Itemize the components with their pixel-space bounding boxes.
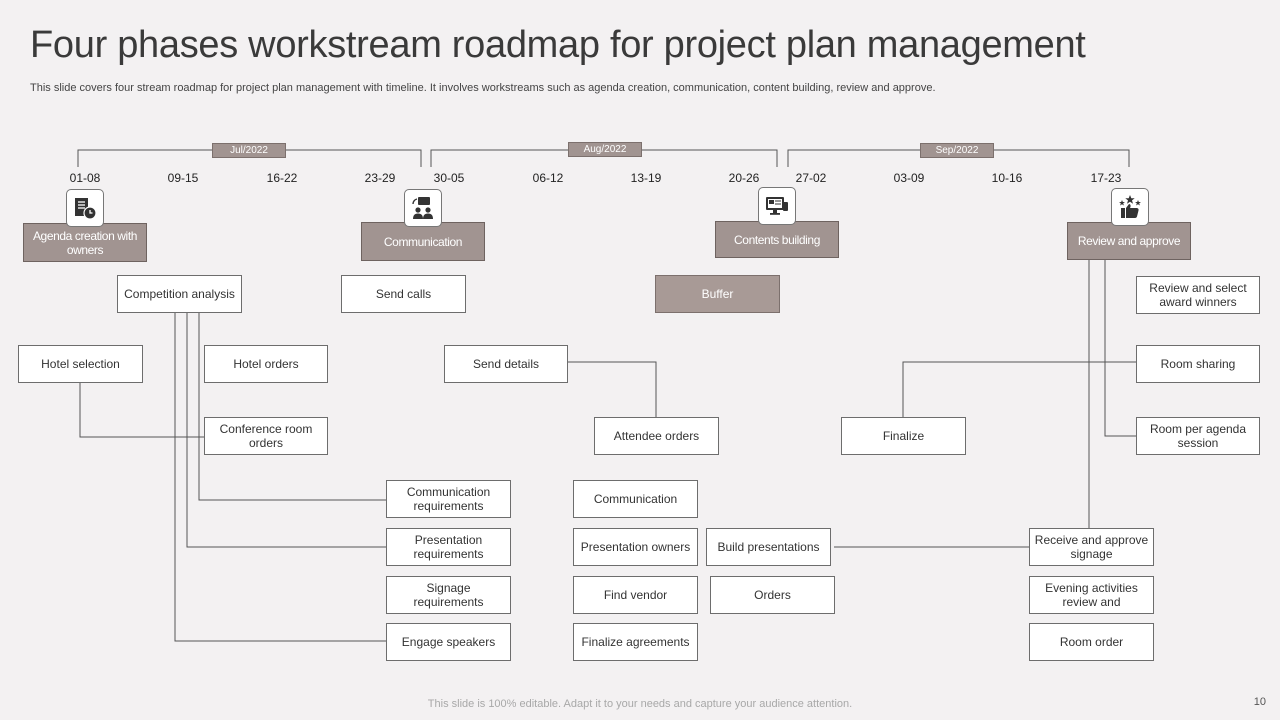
page-subtitle: This slide covers four stream roadmap fo… <box>30 82 936 94</box>
week-label: 30-05 <box>433 171 465 185</box>
task-attendee-orders: Attendee orders <box>594 417 719 455</box>
task-engage-speakers: Engage speakers <box>386 623 511 661</box>
phase-contents-building: Contents building <box>715 221 839 258</box>
week-label: 10-16 <box>991 171 1023 185</box>
phase-communication: Communication <box>361 222 485 261</box>
month-label: Sep/2022 <box>920 143 994 158</box>
task-presentation-owners: Presentation owners <box>573 528 698 566</box>
task-conference-room-orders: Conference room orders <box>204 417 328 455</box>
task-buffer: Buffer <box>655 275 780 313</box>
task-evening-activities-review: Evening activities review and <box>1029 576 1154 614</box>
meeting-people-icon <box>404 189 442 227</box>
task-room-order: Room order <box>1029 623 1154 661</box>
task-finalize-agreements: Finalize agreements <box>573 623 698 661</box>
month-label: Jul/2022 <box>212 143 286 158</box>
week-label: 17-23 <box>1090 171 1122 185</box>
thumbs-up-stars-icon <box>1111 188 1149 226</box>
task-find-vendor: Find vendor <box>573 576 698 614</box>
week-label: 03-09 <box>893 171 925 185</box>
week-label: 20-26 <box>728 171 760 185</box>
phase-agenda-creation: Agenda creation with owners <box>23 223 147 262</box>
task-orders: Orders <box>710 576 835 614</box>
task-hotel-orders: Hotel orders <box>204 345 328 383</box>
page-title: Four phases workstream roadmap for proje… <box>30 24 1086 66</box>
monitor-content-icon <box>758 187 796 225</box>
task-receive-approve-signage: Receive and approve signage <box>1029 528 1154 566</box>
task-room-sharing: Room sharing <box>1136 345 1260 383</box>
book-clock-icon <box>66 189 104 227</box>
footer-note: This slide is 100% editable. Adapt it to… <box>427 698 853 710</box>
week-label: 27-02 <box>795 171 827 185</box>
task-communication-requirements: Communication requirements <box>386 480 511 518</box>
task-signage-requirements: Signage requirements <box>386 576 511 614</box>
task-competition-analysis: Competition analysis <box>117 275 242 313</box>
task-room-per-agenda-session: Room per agenda session <box>1136 417 1260 455</box>
page-number: 10 <box>1253 696 1266 708</box>
week-label: 06-12 <box>532 171 564 185</box>
task-build-presentations: Build presentations <box>706 528 831 566</box>
task-send-calls: Send calls <box>341 275 466 313</box>
week-label: 23-29 <box>364 171 396 185</box>
phase-review-approve: Review and approve <box>1067 222 1191 260</box>
task-communication: Communication <box>573 480 698 518</box>
task-presentation-requirements: Presentation requirements <box>386 528 511 566</box>
week-label: 09-15 <box>167 171 199 185</box>
week-label: 13-19 <box>630 171 662 185</box>
task-send-details: Send details <box>444 345 568 383</box>
month-label: Aug/2022 <box>568 142 642 157</box>
task-hotel-selection: Hotel selection <box>18 345 143 383</box>
task-review-select-award-winners: Review and select award winners <box>1136 276 1260 314</box>
week-label: 01-08 <box>69 171 101 185</box>
week-label: 16-22 <box>266 171 298 185</box>
task-finalize: Finalize <box>841 417 966 455</box>
